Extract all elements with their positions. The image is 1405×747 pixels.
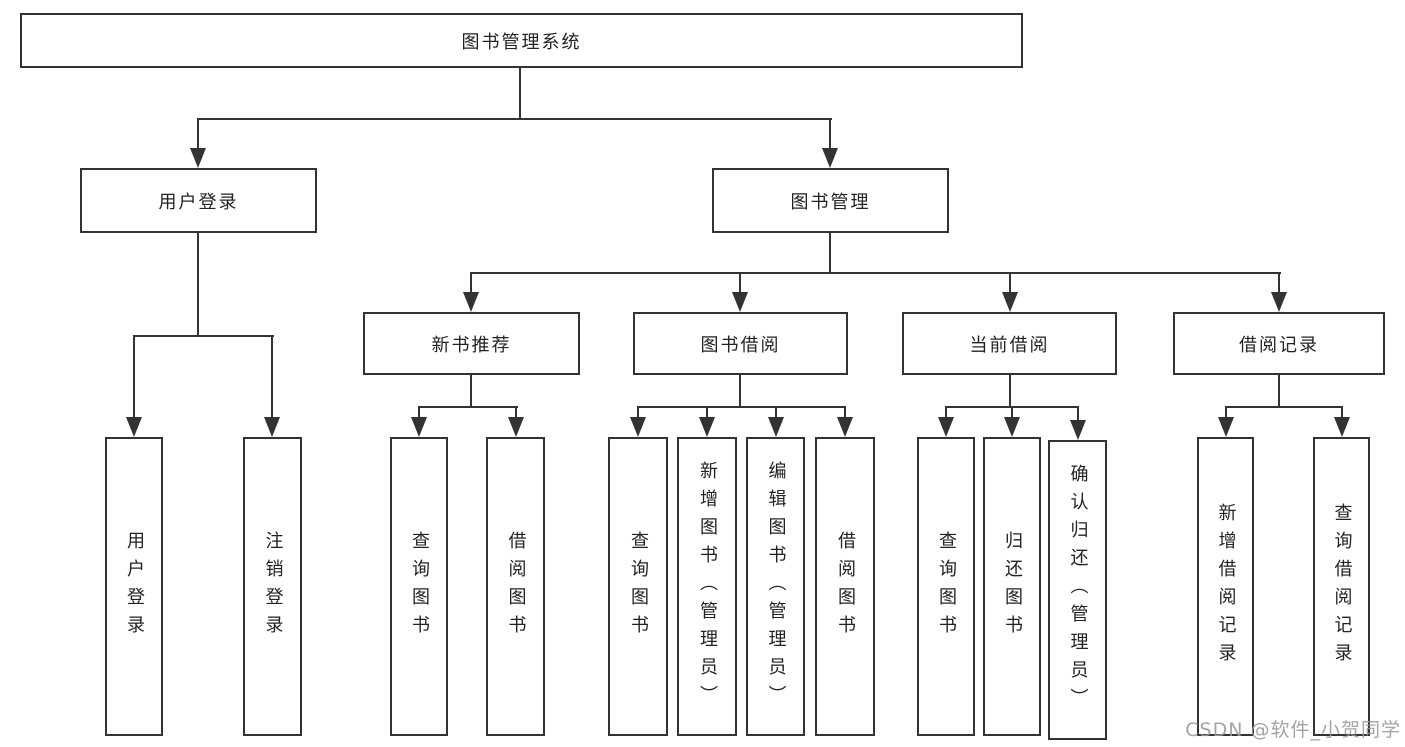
connector-line [470, 272, 1281, 274]
leaf-query-books: 查询图书 [917, 437, 975, 736]
connector-line [739, 375, 741, 408]
arrow-down-icon [699, 417, 715, 437]
node-label: 图书管理系统 [461, 31, 582, 53]
node-label: 查询图书 [936, 530, 957, 643]
node-label: 注销登录 [262, 530, 284, 643]
csdn-watermark: CSDN @软件_小贺同学 [1185, 719, 1401, 741]
connector-line [470, 375, 472, 408]
node-label: 新增图书（管理员） [697, 460, 718, 713]
arrow-down-icon [630, 417, 646, 437]
leaf-confirm-return-admin: 确认归还（管理员） [1048, 440, 1107, 740]
connector-line [739, 272, 741, 296]
arrow-down-icon [1271, 292, 1287, 312]
node-book-borrowing: 图书借阅 [633, 312, 848, 375]
connector-line [197, 118, 832, 120]
arrow-down-icon [1334, 417, 1350, 437]
arrow-down-icon [411, 417, 427, 437]
leaf-edit-books-admin: 编辑图书（管理员） [746, 437, 805, 736]
node-book-management: 图书管理 [712, 168, 949, 233]
connector-line [519, 68, 521, 118]
connector-line [829, 118, 831, 154]
connector-line [637, 406, 639, 421]
arrow-down-icon [190, 148, 206, 168]
connector-line [133, 335, 274, 337]
node-label: 借阅图书 [505, 530, 527, 643]
leaf-borrow-books: 借阅图书 [815, 437, 875, 736]
leaf-query-books: 查询图书 [608, 437, 668, 736]
connector-line [1009, 272, 1011, 296]
arrow-down-icon [732, 292, 748, 312]
arrow-down-icon [463, 292, 479, 312]
arrow-down-icon [1004, 417, 1020, 437]
arrow-down-icon [508, 417, 524, 437]
node-label: 借阅记录 [1239, 334, 1319, 356]
connector-line [133, 335, 135, 421]
connector-line [197, 233, 199, 337]
connector-line [844, 406, 846, 421]
leaf-query-borrow-record: 查询借阅记录 [1313, 437, 1370, 736]
arrow-down-icon [837, 417, 853, 437]
leaf-add-books-admin: 新增图书（管理员） [677, 437, 737, 736]
connector-line [271, 335, 273, 421]
arrow-down-icon [1070, 420, 1086, 440]
leaf-borrow-books: 借阅图书 [486, 437, 545, 736]
connector-line [1225, 406, 1343, 408]
node-label: 查询图书 [628, 530, 649, 643]
leaf-return-books: 归还图书 [983, 437, 1041, 736]
leaf-add-borrow-record: 新增借阅记录 [1197, 437, 1254, 736]
node-label: 图书管理 [790, 191, 871, 213]
connector-line [637, 406, 846, 408]
node-label: 确认归还（管理员） [1067, 464, 1089, 716]
connector-line [945, 406, 947, 421]
node-label: 归还图书 [1002, 530, 1023, 643]
arrow-down-icon [768, 417, 784, 437]
connector-line [775, 406, 777, 421]
arrow-down-icon [126, 417, 142, 437]
arrow-down-icon [264, 417, 280, 437]
node-label: 用户登录 [124, 530, 145, 643]
connector-line [1278, 272, 1280, 296]
node-library-management-system: 图书管理系统 [20, 13, 1023, 68]
node-current-borrowing: 当前借阅 [902, 312, 1117, 375]
node-borrowing-records: 借阅记录 [1173, 312, 1385, 375]
connector-line [706, 406, 708, 421]
connector-line [418, 406, 518, 408]
node-label: 查询图书 [409, 530, 430, 643]
connector-line [829, 233, 831, 274]
node-label: 新书推荐 [431, 334, 512, 356]
arrow-down-icon [1002, 292, 1018, 312]
leaf-query-books: 查询图书 [390, 437, 448, 736]
node-label: 查询借阅记录 [1331, 502, 1353, 671]
leaf-user-login: 用户登录 [105, 437, 163, 736]
connector-line [1009, 375, 1011, 408]
connector-line [1077, 406, 1079, 422]
leaf-logout: 注销登录 [243, 437, 302, 736]
connector-line [197, 118, 199, 154]
node-label: 编辑图书（管理员） [765, 460, 787, 713]
node-label: 新增借阅记录 [1215, 502, 1237, 671]
node-label: 当前借阅 [969, 334, 1050, 356]
node-label: 借阅图书 [835, 530, 856, 643]
node-label: 用户登录 [158, 191, 239, 213]
node-label: 图书借阅 [700, 334, 781, 356]
connector-line [1225, 406, 1227, 421]
node-new-book-recommend: 新书推荐 [363, 312, 580, 375]
connector-line [1278, 375, 1280, 408]
connector-line [418, 406, 420, 421]
arrow-down-icon [1218, 417, 1234, 437]
connector-line [515, 406, 517, 421]
connector-line [470, 272, 472, 296]
connector-line [1011, 406, 1013, 421]
node-user-login: 用户登录 [80, 168, 317, 233]
arrow-down-icon [938, 417, 954, 437]
connector-line [1341, 406, 1343, 421]
arrow-down-icon [822, 148, 838, 168]
